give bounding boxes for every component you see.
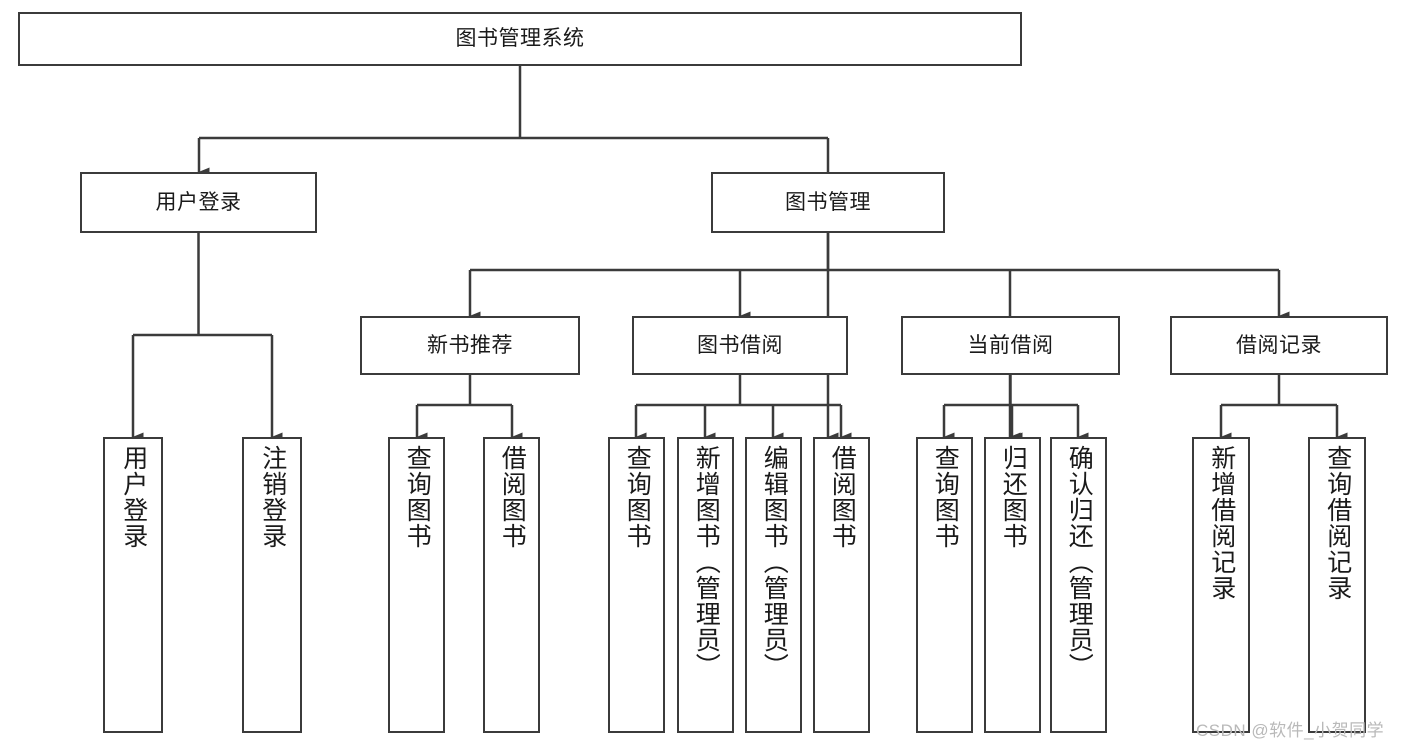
node-leaf-confirm-return[interactable]: 确认归还（管理员） [1050,437,1107,733]
node-new-book-recommend[interactable]: 新书推荐 [360,316,580,375]
node-leaf-edit-book[interactable]: 编辑图书（管理员） [745,437,802,733]
node-label: 归还图书 [999,445,1028,549]
node-label: 新增图书（管理员） [692,445,721,679]
node-label: 图书管理系统 [455,27,585,51]
node-leaf-query-book-1[interactable]: 查询图书 [388,437,445,733]
node-label: 编辑图书（管理员） [760,445,789,679]
node-root-root[interactable]: 图书管理系统 [18,12,1022,66]
node-label: 新书推荐 [427,333,513,357]
node-label: 用户登录 [119,445,148,549]
node-book-manage[interactable]: 图书管理 [711,172,945,233]
node-label: 新增借阅记录 [1207,445,1236,601]
node-label: 当前借阅 [967,333,1054,357]
node-leaf-borrow-book-1[interactable]: 借阅图书 [483,437,540,733]
node-label: 借阅记录 [1236,333,1322,357]
node-leaf-query-book-3[interactable]: 查询图书 [916,437,973,733]
node-leaf-return-book[interactable]: 归还图书 [984,437,1041,733]
node-label: 查询借阅记录 [1323,445,1352,601]
node-leaf-query-borrow-record[interactable]: 查询借阅记录 [1308,437,1366,733]
node-book-borrow[interactable]: 图书借阅 [632,316,848,375]
node-leaf-user-login[interactable]: 用户登录 [103,437,163,733]
node-label: 用户登录 [155,190,242,214]
node-borrow-record[interactable]: 借阅记录 [1170,316,1388,375]
node-current-borrow[interactable]: 当前借阅 [901,316,1120,375]
csdn-watermark: CSDN @软件_小贺同学 [1196,721,1385,740]
node-leaf-add-book[interactable]: 新增图书（管理员） [677,437,734,733]
node-label: 图书管理 [785,190,871,214]
node-label: 查询图书 [623,445,652,549]
node-label: 确认归还（管理员） [1065,445,1094,679]
node-leaf-borrow-book-2[interactable]: 借阅图书 [813,437,870,733]
node-label: 查询图书 [403,445,432,549]
node-leaf-add-borrow-record[interactable]: 新增借阅记录 [1192,437,1250,733]
node-user-login[interactable]: 用户登录 [80,172,317,233]
node-label: 借阅图书 [828,445,857,549]
node-leaf-query-book-2[interactable]: 查询图书 [608,437,665,733]
node-label: 图书借阅 [697,333,783,357]
node-label: 借阅图书 [498,445,527,549]
node-label: 注销登录 [258,445,287,549]
node-leaf-logout[interactable]: 注销登录 [242,437,302,733]
node-label: 查询图书 [931,445,960,549]
